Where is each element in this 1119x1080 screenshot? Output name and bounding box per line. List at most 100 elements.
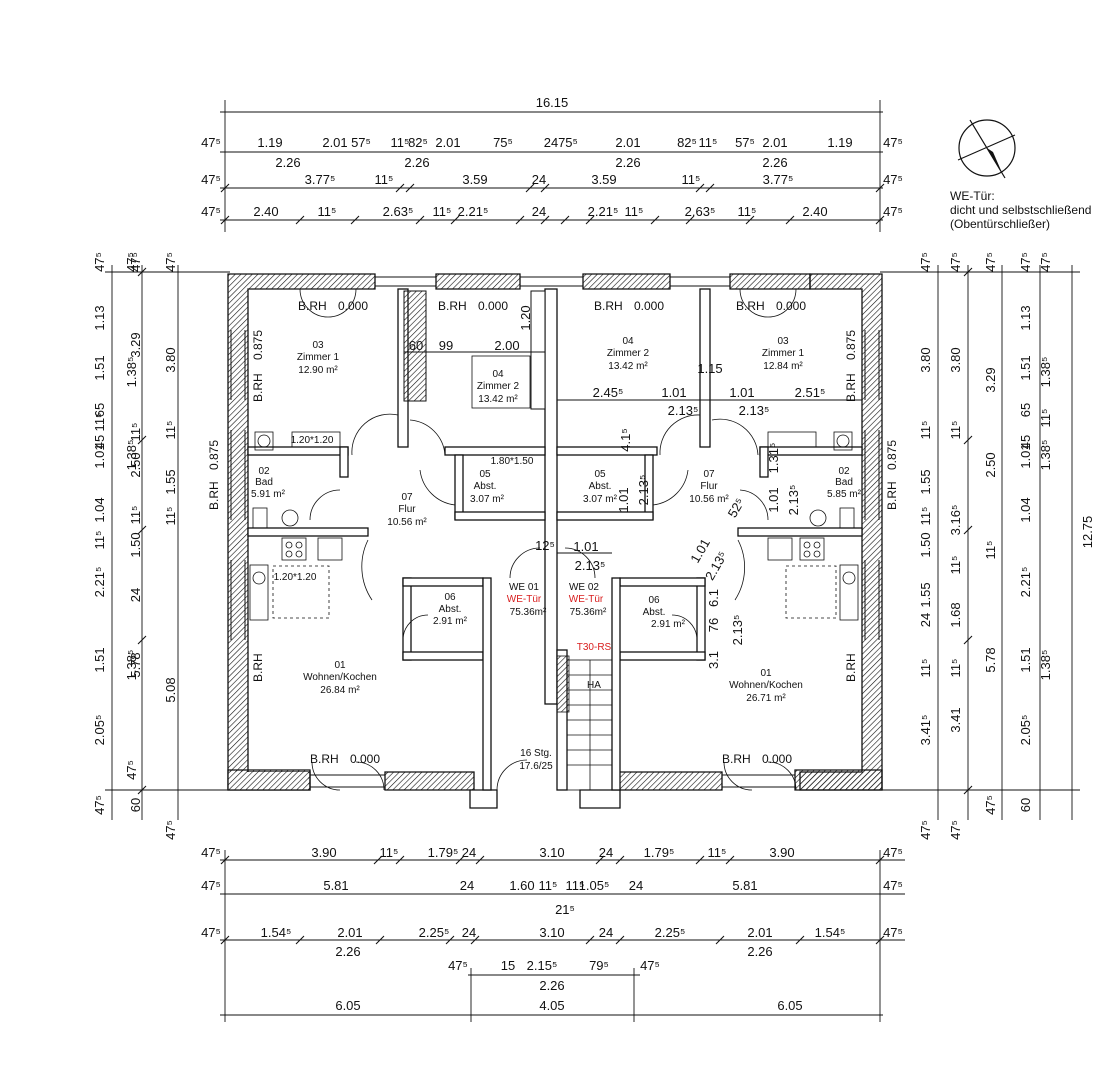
rightc2-tick-1	[963, 435, 973, 445]
room-06-right: 06 Abst. 2.91 m²	[643, 595, 686, 630]
north-arrow-icon	[957, 119, 1016, 179]
rightc4-label-0: 47⁵	[1018, 252, 1033, 272]
svg-text:01: 01	[760, 668, 772, 679]
botr1-tick-7	[695, 855, 705, 865]
brh-1: B.RH	[298, 299, 327, 313]
dim-120: 1.20	[518, 305, 533, 330]
botr4-label-4: 47⁵	[640, 958, 660, 973]
bottom-row-4-sub: 2.26	[539, 978, 564, 993]
leftc3-label-1: 3.29	[128, 332, 143, 357]
brh-2: B.RH	[438, 299, 467, 313]
svg-text:Wohnen/Kochen: Wohnen/Kochen	[303, 672, 377, 683]
brh-side-4-val: 0.875	[844, 330, 858, 360]
topr2-label-8: 47⁵	[883, 172, 903, 187]
topr1-label-0: 47⁵	[201, 135, 221, 150]
rightc2-tick-0	[963, 267, 973, 277]
dim-101c: 1.01	[573, 539, 598, 554]
leftc3-tick-0	[137, 267, 147, 277]
leftc3-label-7: 5.78	[128, 652, 143, 677]
botr3-label-5: 3.10	[539, 925, 564, 940]
stairs-count: 16 Stg.	[520, 748, 552, 759]
svg-text:03: 03	[777, 336, 789, 347]
topr2-tick-6	[705, 183, 715, 193]
leftc1-label-9: 2.21⁵	[92, 567, 107, 598]
kitchen-size-left: 1.20*1.20	[274, 572, 317, 583]
leftc1-label-5: 45	[92, 435, 107, 449]
dim-125: 12⁵	[535, 538, 555, 553]
lvl-1: 0.000	[338, 299, 368, 313]
svg-text:5.85 m²: 5.85 m²	[827, 489, 862, 500]
rightc2-tick-3	[963, 635, 973, 645]
leftc3-label-8: 60	[128, 798, 143, 812]
leftc3-label-5: 1.50	[128, 532, 143, 557]
botr3-tick-9	[875, 935, 885, 945]
topr2-label-3: 3.59	[462, 172, 487, 187]
top-total: 16.15	[536, 95, 569, 110]
leftc2-label-3: 1.38⁵	[124, 650, 139, 681]
topr1-label-4: 11⁵	[391, 135, 410, 150]
topr3-tick-10	[685, 215, 695, 225]
svg-text:Abst.: Abst.	[643, 607, 666, 618]
topr1-label-13: 57⁵	[735, 135, 755, 150]
botr1-tick-3	[455, 855, 465, 865]
rightc1-label-5: 1.50	[918, 532, 933, 557]
botr1-label-9: 3.90	[769, 845, 794, 860]
svg-text:10.56 m²: 10.56 m²	[689, 494, 729, 505]
staircase	[556, 655, 613, 791]
svg-text:WE 02: WE 02	[569, 582, 599, 593]
topr3-label-11: 2.40	[802, 204, 827, 219]
svg-text:04: 04	[492, 369, 504, 380]
top-row-1-sub-label-3: 2.26	[762, 155, 787, 170]
rightc1-label-3: 1.55	[918, 469, 933, 494]
topr3-tick-6	[540, 215, 550, 225]
svg-text:2.91 m²: 2.91 m²	[651, 619, 686, 630]
topr3-label-2: 11⁵	[318, 204, 337, 219]
topr2-label-2: 11⁵	[375, 172, 394, 187]
botr2-label-6: 1.05⁵	[579, 878, 610, 893]
svg-text:12.90 m²: 12.90 m²	[298, 365, 338, 376]
svg-text:04: 04	[622, 336, 634, 347]
leftc1-label-1: 1.13	[92, 305, 107, 330]
topr3-tick-11	[745, 215, 755, 225]
rightc4-label-1: 1.13	[1018, 305, 1033, 330]
brh-side-4: B.RH	[844, 373, 858, 402]
right-total: 12.75	[1080, 516, 1095, 549]
room-02-left: 02 Bad 5.91 m²	[251, 466, 286, 500]
leftc2-label-2: 1.38⁵	[124, 440, 139, 471]
leftc3-tick-1	[137, 435, 147, 445]
rightc3-label-0: 47⁵	[983, 252, 998, 272]
svg-text:1.80*1.50: 1.80*1.50	[491, 456, 534, 467]
botr3-tick-0	[220, 935, 230, 945]
lvl-4: 0.000	[776, 299, 806, 313]
brh-side-6: B.RH	[844, 653, 858, 682]
ha-label: HA	[587, 680, 601, 691]
svg-text:06: 06	[648, 595, 660, 606]
botr1-tick-8	[725, 855, 735, 865]
botr5-label-1: 4.05	[539, 998, 564, 1013]
botr3-tick-2	[375, 935, 385, 945]
leftc1-label-3: 65	[92, 403, 107, 417]
rightc4-label-3: 65	[1018, 403, 1033, 417]
svg-text:75.36m²: 75.36m²	[570, 607, 607, 618]
topr2-tick-0	[220, 183, 230, 193]
dim-61: 6.1	[706, 589, 721, 607]
dim-60: 60	[409, 338, 423, 353]
brh-side-2-val: 0.875	[207, 440, 221, 470]
dim-101d: 1.01	[616, 487, 631, 512]
lvl-2: 0.000	[478, 299, 508, 313]
rightc2-label-5: 1.68	[948, 602, 963, 627]
leftc3-tick-3	[137, 635, 147, 645]
leftc1-label-0: 47⁵	[92, 252, 107, 272]
room-03-left: 03 Zimmer 1 12.90 m²	[297, 340, 340, 376]
rightc2-label-1: 3.80	[948, 347, 963, 372]
bottom-row-2-sub: 21⁵	[555, 902, 575, 917]
rightc3-label-3: 11⁵	[983, 541, 998, 560]
leftc1-label-11: 2.05⁵	[92, 715, 107, 746]
room-labels: 03 Zimmer 1 12.90 m² 04 Zimmer 2 13.42 m…	[251, 336, 862, 772]
